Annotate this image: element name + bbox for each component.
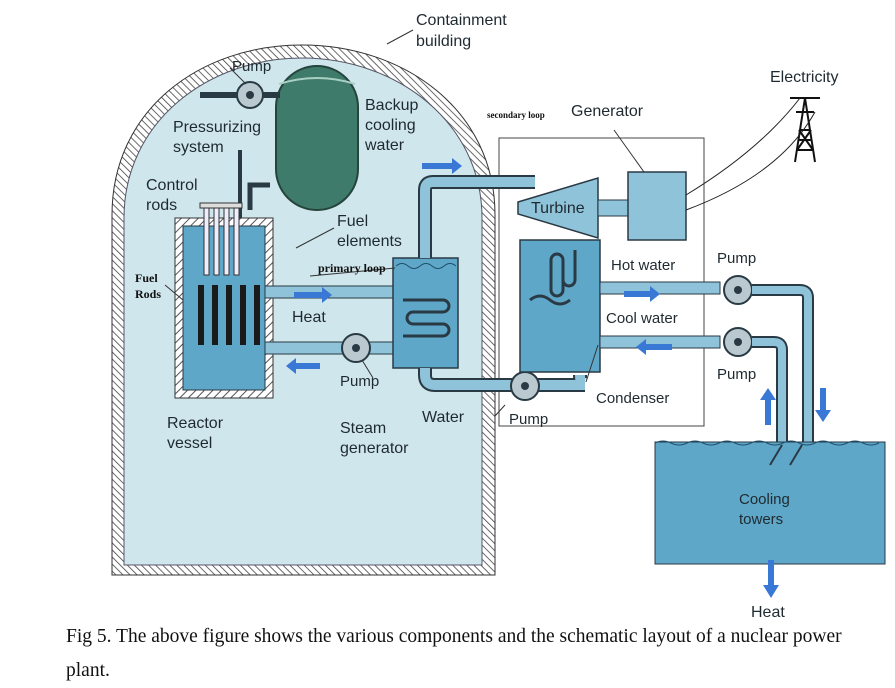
label-primary-loop: primary loop <box>318 261 386 275</box>
backup-cooling-tank <box>275 65 359 211</box>
label-steam-generator: Steam generator <box>340 420 409 457</box>
label-fuel-rods: Fuel Rods <box>135 271 161 301</box>
svg-text:rods: rods <box>146 197 177 214</box>
flow-arrows <box>286 158 831 598</box>
fuel-rods <box>198 285 260 345</box>
arrow-up <box>760 388 776 425</box>
label-reactor-vessel: Reactor vessel <box>167 415 224 452</box>
svg-text:Reactor: Reactor <box>167 415 224 432</box>
svg-text:cooling: cooling <box>365 117 416 134</box>
label-condenser: Condenser <box>596 390 669 407</box>
svg-text:water: water <box>364 137 405 154</box>
label-turbine: Turbine <box>531 200 585 217</box>
svg-text:Control: Control <box>146 177 198 194</box>
generator <box>627 171 687 241</box>
label-control-rods: Control rods <box>146 177 198 214</box>
primary-loop-pipes <box>264 285 401 363</box>
svg-text:Rods: Rods <box>135 287 161 301</box>
svg-text:Steam: Steam <box>340 420 386 437</box>
arrow-hotwater-right <box>624 286 660 302</box>
label-pump-condenser: Pump <box>509 411 548 428</box>
arrow-down <box>815 388 831 422</box>
svg-text:elements: elements <box>337 233 402 250</box>
arrow-steam-right <box>422 158 462 174</box>
svg-text:towers: towers <box>739 511 783 528</box>
label-electricity: Electricity <box>770 69 838 86</box>
label-backup-cooling-water: Backup cooling water <box>364 97 418 154</box>
leader-lines <box>164 29 645 417</box>
turbine <box>517 176 599 240</box>
top-pump-assembly <box>200 81 280 275</box>
cooling-towers-basin <box>654 440 886 565</box>
svg-text:Pressurizing: Pressurizing <box>173 119 261 136</box>
label-generator: Generator <box>571 103 644 120</box>
svg-text:system: system <box>173 139 224 156</box>
svg-text:generator: generator <box>340 440 409 457</box>
power-line-2 <box>685 111 816 211</box>
label-heat-inner: Heat <box>292 309 326 326</box>
power-line-1 <box>685 97 801 196</box>
label-pump-right-bottom: Pump <box>717 366 756 383</box>
svg-text:Fuel: Fuel <box>135 271 158 285</box>
svg-text:Backup: Backup <box>365 97 418 114</box>
label-pump-top: Pump <box>232 58 271 75</box>
arrow-heat-down <box>763 560 779 598</box>
label-heat-out: Heat <box>751 604 785 621</box>
svg-text:vessel: vessel <box>167 435 212 452</box>
label-secondary-loop: secondary loop <box>487 110 545 120</box>
label-containment-building: Containment building <box>416 12 507 50</box>
svg-text:building: building <box>416 33 471 50</box>
label-cooling-towers: Cooling towers <box>739 491 790 528</box>
label-hot-water: Hot water <box>611 257 675 274</box>
condenser <box>519 239 601 373</box>
svg-text:Containment: Containment <box>416 12 507 29</box>
arrow-heat-right <box>294 287 332 303</box>
figure-caption: Fig 5. The above figure shows the variou… <box>66 626 842 681</box>
label-pump-right-top: Pump <box>717 250 756 267</box>
arrow-return-left <box>286 358 320 374</box>
svg-text:Fuel: Fuel <box>337 213 368 230</box>
label-pressurizing-system: Pressurizing system <box>173 119 261 156</box>
label-water: Water <box>422 409 465 426</box>
control-rods <box>199 202 243 276</box>
steam-generator <box>392 257 459 369</box>
secondary-loop-pipes <box>418 175 588 401</box>
label-pump-reactor: Pump <box>340 373 379 390</box>
reactor-vessel <box>174 202 274 399</box>
transmission-tower-icon <box>790 97 820 163</box>
arrow-coolwater-left <box>636 339 672 355</box>
label-fuel-elements: Fuel elements <box>337 213 402 250</box>
containment-building <box>111 44 496 576</box>
svg-text:Cooling: Cooling <box>739 491 790 508</box>
label-cool-water: Cool water <box>606 310 678 327</box>
